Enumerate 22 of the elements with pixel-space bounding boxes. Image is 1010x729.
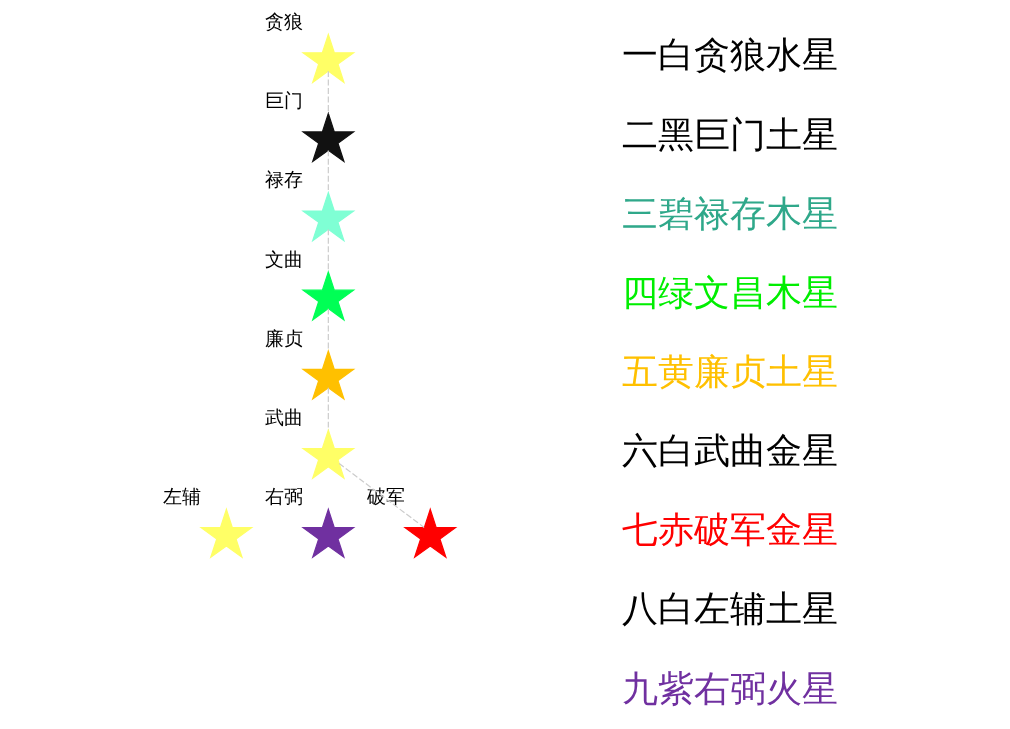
- node-label: 禄存: [264, 168, 303, 192]
- node-label: 文曲: [264, 247, 303, 271]
- node-label: 右弼: [264, 485, 303, 509]
- legend-label: 二黑巨门土星: [621, 113, 838, 155]
- node-label: 巨门: [264, 89, 303, 113]
- legend-label: 三碧禄存木星: [621, 192, 838, 234]
- node-label: 破军: [366, 485, 405, 509]
- legend-label: 八白左辅土星: [621, 588, 838, 630]
- node-label: 贪狼: [264, 10, 303, 34]
- connector: [327, 308, 329, 352]
- legend-label: 七赤破军金星: [621, 509, 838, 551]
- connector: [327, 228, 329, 273]
- legend-label: 四绿文昌木星: [621, 271, 838, 313]
- node-label: 武曲: [264, 405, 303, 429]
- legend-label: 五黄廉贞土星: [621, 350, 838, 392]
- legend-label: 六白武曲金星: [621, 430, 838, 472]
- node-label: 廉贞: [264, 326, 303, 350]
- node-label: 左辅: [162, 485, 201, 509]
- connector: [338, 462, 425, 529]
- legend-label: 一白贪狼水星: [621, 34, 838, 76]
- connector: [327, 387, 329, 431]
- legend-label: 九紫右弼火星: [621, 667, 838, 709]
